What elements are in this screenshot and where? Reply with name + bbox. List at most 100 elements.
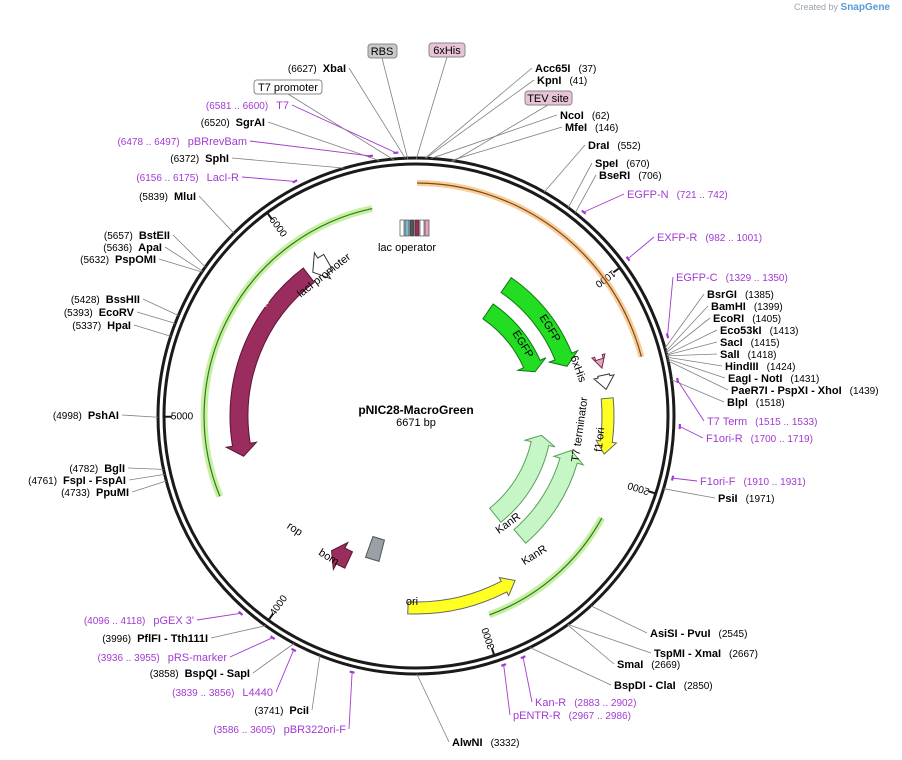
primer-site[interactable]: LacI-R(6156 .. 6175): [136, 172, 239, 184]
primer-site[interactable]: T7 Term(1515 .. 1533): [707, 416, 817, 428]
primer-site[interactable]: L4440(3839 .. 3856): [172, 687, 273, 699]
enzyme-site[interactable]: FspI - FspAI(4761): [28, 475, 126, 487]
primer-site[interactable]: Kan-R(2883 .. 2902): [535, 697, 636, 709]
tag-t7-promoter[interactable]: T7 promoter: [253, 79, 323, 95]
enzyme-site[interactable]: BglI(4782): [69, 463, 125, 475]
kanr-arrow-2[interactable]: [488, 434, 556, 523]
enzyme-site[interactable]: BspDI - ClaI(2850): [614, 680, 713, 692]
enzyme-site[interactable]: NcoI(62): [560, 110, 610, 122]
t7-terminator-arrow[interactable]: [592, 373, 615, 391]
enzyme-site[interactable]: SacI(1415): [720, 337, 780, 349]
egfp-arrow-2[interactable]: [482, 303, 547, 373]
enzyme-site[interactable]: MluI(5839): [139, 191, 196, 203]
enzyme-site[interactable]: PpuMI(4733): [61, 487, 129, 499]
enzyme-site[interactable]: AsiSI - PvuI(2545): [650, 628, 747, 640]
lac-operator-segment[interactable]: [399, 219, 405, 237]
enzyme-site[interactable]: EcoRV(5393): [64, 307, 135, 319]
lac-operator-segment[interactable]: [424, 219, 430, 237]
kanr-arrow-1[interactable]: [513, 449, 585, 544]
primer-site[interactable]: pRS-marker(3936 .. 3955): [97, 652, 227, 664]
enzyme-site[interactable]: MfeI(146): [565, 122, 618, 134]
enzyme-site[interactable]: XbaI(6627): [288, 63, 346, 75]
enzyme-site[interactable]: ApaI(5636): [103, 242, 162, 254]
enzyme-site[interactable]: SmaI(2669): [617, 659, 680, 671]
enzyme-site[interactable]: Eco53kI(1413): [720, 325, 799, 337]
primer-mark[interactable]: [367, 154, 374, 158]
f1-ori-arrow[interactable]: [595, 397, 618, 455]
enzyme-site[interactable]: PshAI(4998): [53, 410, 119, 422]
enzyme-name: PciI: [289, 705, 309, 717]
primer-site[interactable]: pGEX 3'(4096 .. 4118): [84, 615, 194, 627]
primer-mark[interactable]: [665, 333, 670, 339]
primer-mark[interactable]: [670, 475, 675, 481]
enzyme-site[interactable]: PsiI(1971): [718, 493, 774, 505]
primer-site[interactable]: F1ori-F(1910 .. 1931): [700, 476, 806, 488]
rop-arrow[interactable]: [331, 541, 354, 572]
enzyme-site[interactable]: BseRI(706): [599, 170, 662, 182]
lac-operator-segment[interactable]: [404, 219, 410, 237]
orf-line-outer[interactable]: [417, 182, 642, 357]
enzyme-site[interactable]: PaeR7I - PspXI - XhoI(1439): [731, 385, 879, 397]
enzyme-site[interactable]: KpnI(41): [537, 75, 587, 87]
primer-mark[interactable]: [625, 256, 631, 262]
primer-mark[interactable]: [500, 663, 507, 667]
primer-site[interactable]: F1ori-R(1700 .. 1719): [706, 433, 813, 445]
enzyme-site[interactable]: PflFI - Tth111I(3996): [102, 633, 208, 645]
enzyme-position: (3858): [150, 669, 179, 680]
enzyme-site[interactable]: EcoRI(1405): [713, 313, 781, 325]
enzyme-site[interactable]: HindIII(1424): [725, 361, 796, 373]
primer-mark[interactable]: [581, 209, 587, 215]
frame-line-left[interactable]: [203, 208, 373, 497]
primer-site[interactable]: pBRrevBam(6478 .. 6497): [117, 136, 247, 148]
egfp-arrow-1[interactable]: [500, 276, 579, 367]
laci-arrow[interactable]: [224, 267, 315, 457]
primer-mark[interactable]: [290, 647, 297, 653]
enzyme-site[interactable]: BlpI(1518): [727, 397, 785, 409]
primer-site[interactable]: pBR322ori-F(3586 .. 3605): [213, 724, 346, 736]
enzyme-site[interactable]: BspQI - SapI(3858): [150, 668, 250, 680]
primer-mark[interactable]: [292, 179, 298, 184]
enzyme-site[interactable]: BamHI(1399): [711, 301, 783, 313]
enzyme-site[interactable]: EagI - NotI(1431): [728, 373, 819, 385]
enzyme-site[interactable]: SalI(1418): [720, 349, 776, 361]
primer-site[interactable]: T7(6581 .. 6600): [206, 100, 289, 112]
ori-arrow[interactable]: [407, 576, 516, 615]
ori-label: ori: [406, 596, 418, 608]
enzyme-site[interactable]: AlwNI(3332): [452, 737, 519, 749]
primer-site[interactable]: pENTR-R(2967 .. 2986): [513, 710, 631, 722]
enzyme-connector: [567, 162, 593, 208]
laci-promoter-arrow[interactable]: [312, 251, 334, 280]
primer-mark[interactable]: [676, 377, 679, 383]
primer-connector: [241, 176, 295, 182]
enzyme-site[interactable]: HpaI(5337): [72, 320, 131, 332]
enzyme-site[interactable]: SpeI(670): [595, 158, 650, 170]
primer-site[interactable]: EGFP-N(721 .. 742): [627, 189, 728, 201]
enzyme-site[interactable]: SgrAI(6520): [201, 117, 265, 129]
tag-rbs[interactable]: RBS: [367, 43, 398, 59]
enzyme-site[interactable]: BssHII(5428): [71, 294, 140, 306]
primer-site[interactable]: EGFP-C(1329 .. 1350): [676, 272, 788, 284]
lac-operator-segment[interactable]: [419, 219, 425, 237]
enzyme-site[interactable]: BstEII(5657): [104, 230, 170, 242]
enzyme-site[interactable]: TspMI - XmaI(2667): [654, 648, 758, 660]
enzyme-site[interactable]: SphI(6372): [170, 153, 229, 165]
tag-tev-site[interactable]: TEV site: [524, 90, 573, 106]
enzyme-site[interactable]: PciI(3741): [255, 705, 309, 717]
primer-mark[interactable]: [269, 635, 276, 640]
tag-6xhis[interactable]: 6xHis: [428, 42, 466, 58]
enzyme-site[interactable]: BsrGI(1385): [707, 289, 774, 301]
bom-box[interactable]: [364, 535, 386, 563]
enzyme-site[interactable]: DraI(552): [588, 140, 641, 152]
enzyme-site[interactable]: Acc65I(37): [535, 63, 596, 75]
primer-mark[interactable]: [520, 655, 526, 660]
primer-connector: [677, 380, 705, 422]
enzyme-site[interactable]: PspOMI(5632): [80, 254, 156, 266]
primer-mark[interactable]: [238, 610, 244, 616]
his-arrow[interactable]: [590, 353, 606, 370]
primer-mark[interactable]: [349, 670, 355, 674]
enzyme-connector: [425, 79, 535, 159]
frame-line-lower[interactable]: [489, 517, 603, 616]
lac-operator-segment[interactable]: [409, 219, 415, 237]
primer-site[interactable]: EXFP-R(982 .. 1001): [657, 232, 762, 244]
lac-operator-segment[interactable]: [414, 219, 420, 237]
